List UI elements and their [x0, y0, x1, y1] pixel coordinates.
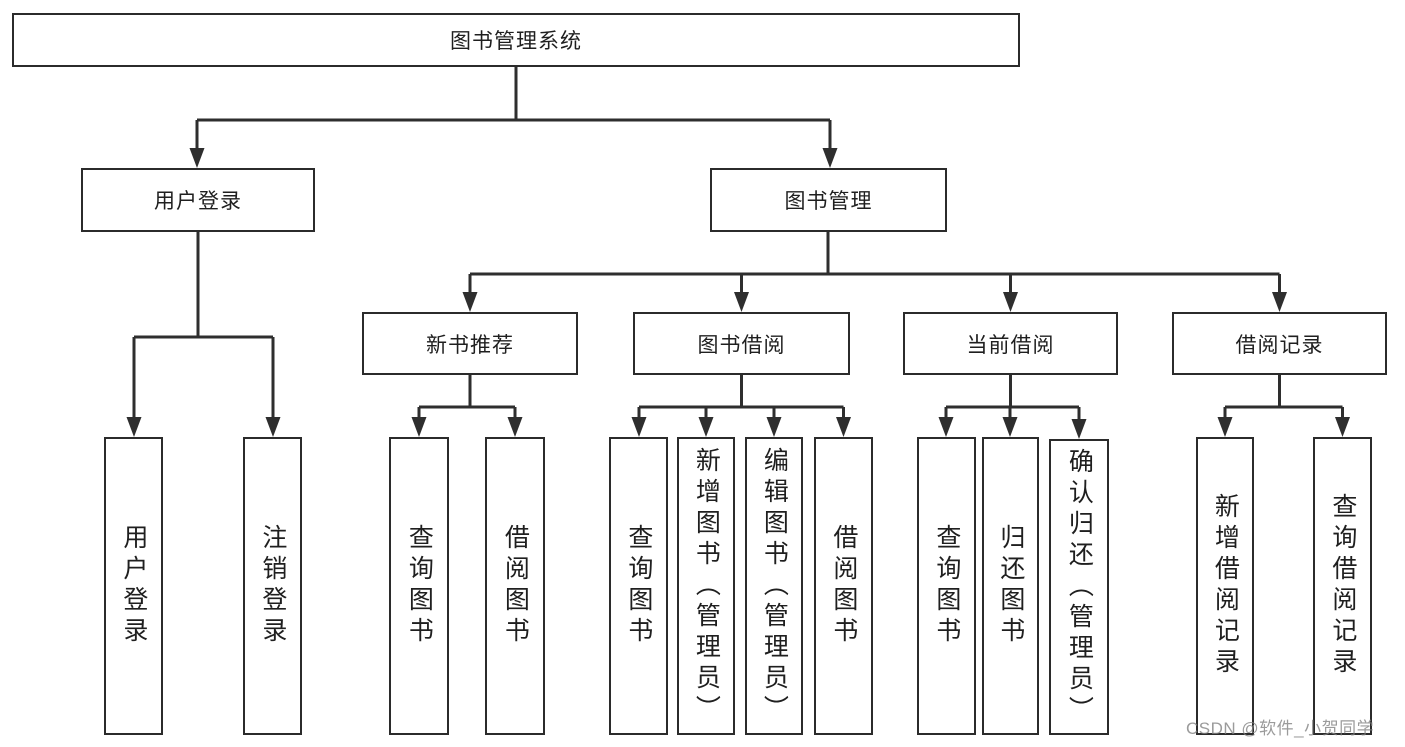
leaf-borrow-books: 借阅图书	[814, 437, 873, 735]
leaf-query-books-recommend: 查询图书	[389, 437, 449, 735]
node-new-book-recommend: 新书推荐	[362, 312, 578, 375]
node-book-borrow-label: 图书借阅	[697, 333, 786, 357]
node-book-management: 图书管理	[710, 168, 947, 232]
node-new-book-recommend-label: 新书推荐	[426, 333, 514, 357]
leaf-confirm-return-admin: 确认归还（管理员）	[1049, 439, 1109, 735]
leaf-logout-login: 注销登录	[243, 437, 302, 735]
node-current-borrow-label: 当前借阅	[966, 333, 1055, 357]
watermark-text: CSDN @软件_小贺同学	[1186, 719, 1375, 738]
node-root: 图书管理系统	[12, 13, 1020, 67]
leaf-query-books-borrow: 查询图书	[609, 437, 668, 735]
node-borrow-records: 借阅记录	[1172, 312, 1387, 375]
node-borrow-records-label: 借阅记录	[1235, 333, 1324, 357]
node-root-label: 图书管理系统	[450, 30, 582, 53]
leaf-borrow-books-recommend: 借阅图书	[485, 437, 545, 735]
node-user-login-label: 用户登录	[154, 190, 242, 213]
node-book-borrow: 图书借阅	[633, 312, 850, 375]
leaf-query-borrow-record: 查询借阅记录	[1313, 437, 1372, 735]
leaf-return-books: 归还图书	[982, 437, 1039, 735]
leaf-user-login: 用户登录	[104, 437, 163, 735]
leaf-edit-books-admin: 编辑图书（管理员）	[745, 437, 803, 735]
node-user-login: 用户登录	[81, 168, 315, 232]
leaf-query-books-current: 查询图书	[917, 437, 976, 735]
leaf-add-books-admin: 新增图书（管理员）	[677, 437, 735, 735]
leaf-add-borrow-record: 新增借阅记录	[1196, 437, 1254, 735]
node-book-management-label: 图书管理	[784, 190, 873, 213]
node-current-borrow: 当前借阅	[903, 312, 1118, 375]
